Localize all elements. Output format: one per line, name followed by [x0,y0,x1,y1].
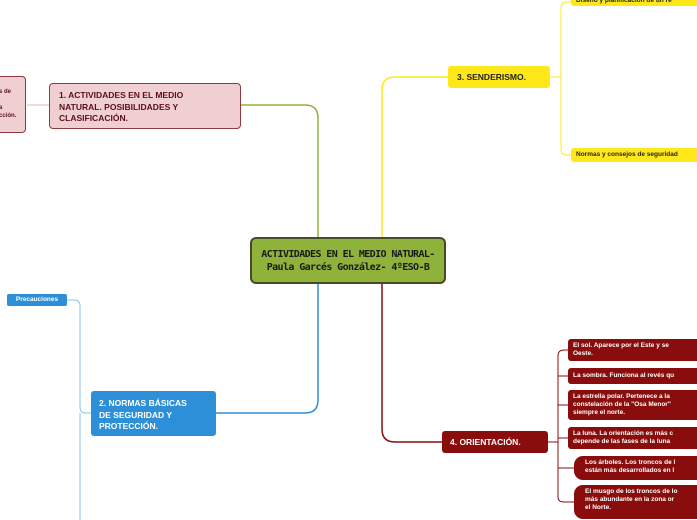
branch-2-node[interactable]: 2. NORMAS BÁSICAS DE SEGURIDAD Y PROTECC… [91,391,216,436]
orientacion-child-node-1[interactable]: El sol. Aparece por el Este y se Oeste. [568,339,697,361]
senderismo-child-node-1[interactable]: Diseño y planificación de un re [571,0,697,6]
orientacion-child-label-5: Los árboles. Los troncos de l están más … [585,459,676,474]
branch-1-label: 1. ACTIVIDADES EN EL MEDIO NATURAL. POSI… [59,90,184,123]
connector-center-to-branch-2 [216,284,319,414]
connector-branch-4-to-children [548,349,574,503]
branch-1-child-node[interactable]: s de a cción. [0,76,26,133]
connector-center-to-branch-1 [241,104,319,237]
branch-3-label: 3. SENDERISMO. [457,72,526,82]
branch-2-label: 2. NORMAS BÁSICAS DE SEGURIDAD Y PROTECC… [99,398,187,431]
connector-center-to-branch-3 [381,76,448,237]
central-topic-node[interactable]: ACTIVIDADES EN EL MEDIO NATURAL- Paula G… [250,237,446,284]
branch-1-node[interactable]: 1. ACTIVIDADES EN EL MEDIO NATURAL. POSI… [49,83,241,129]
orientacion-child-node-4[interactable]: La luna. La orientación es más c depende… [568,427,697,449]
branch-3-node[interactable]: 3. SENDERISMO. [448,66,550,88]
branch-4-label: 4. ORIENTACIÓN. [450,437,521,447]
senderismo-child-node-2[interactable]: Normas y consejos de seguridad [571,148,697,162]
senderismo-child-label-2: Normas y consejos de seguridad [576,151,678,158]
connector-center-to-branch-4 [381,284,442,443]
branch-1-child-label: s de a cción. [0,89,17,119]
orientacion-child-node-2[interactable]: La sombra. Funciona al revés qu [568,368,697,384]
senderismo-child-label-1: Diseño y planificación de un re [576,0,672,4]
orientacion-child-label-2: La sombra. Funciona al revés qu [573,372,675,379]
orientacion-child-label-1: El sol. Aparece por el Este y se Oeste. [573,342,669,357]
precauciones-node[interactable]: Precauciones [7,294,67,306]
orientacion-child-label-4: La luna. La orientación es más c depende… [573,430,674,445]
branch-4-node[interactable]: 4. ORIENTACIÓN. [442,431,548,453]
connector-branch-3-to-children [550,1,571,156]
orientacion-child-node-5[interactable]: Los árboles. Los troncos de l están más … [574,456,697,480]
orientacion-child-label-6: El musgo de los troncos de lo más abunda… [585,488,678,511]
precauciones-label: Precauciones [15,296,59,303]
orientacion-child-node-6[interactable]: El musgo de los troncos de lo más abunda… [574,485,697,519]
central-topic-label: ACTIVIDADES EN EL MEDIO NATURAL- Paula G… [261,248,435,273]
connector-branch-2-to-children [67,299,91,520]
orientacion-child-node-3[interactable]: La estrella polar. Pertenece a la conste… [568,390,697,420]
orientacion-child-label-3: La estrella polar. Pertenece a la conste… [573,393,671,416]
